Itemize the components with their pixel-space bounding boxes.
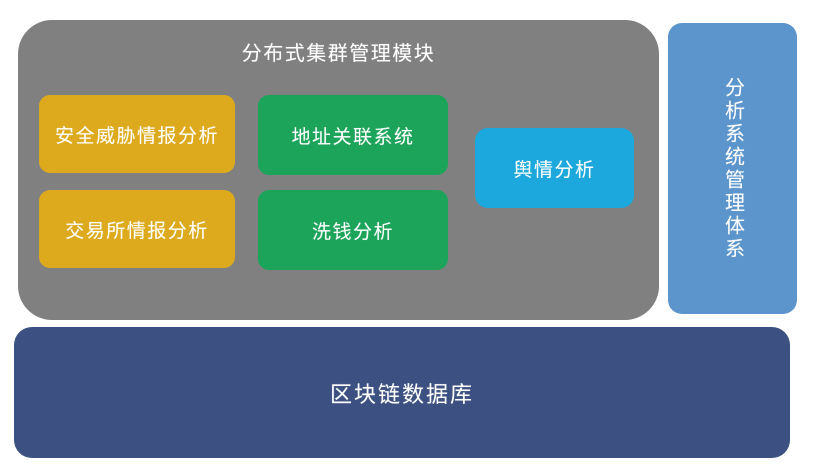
module-card-money-laundering[interactable]: 洗钱分析	[258, 190, 448, 270]
blockchain-database-bar[interactable]: 区块链数据库	[14, 327, 790, 458]
module-card-threat-intel-label: 安全威胁情报分析	[54, 125, 219, 147]
module-card-address-link[interactable]: 地址关联系统	[258, 95, 448, 175]
analysis-system-sidebar[interactable]: 分析系统管理体系	[668, 23, 797, 314]
cluster-title: 分布式集群管理模块	[241, 43, 436, 65]
module-card-exchange-intel-label: 交易所情报分析	[65, 220, 209, 242]
module-card-public-opinion-label: 舆情分析	[513, 159, 596, 181]
module-card-threat-intel[interactable]: 安全威胁情报分析	[39, 95, 235, 173]
analysis-system-sidebar-label: 分析系统管理体系	[721, 76, 744, 261]
module-card-exchange-intel[interactable]: 交易所情报分析	[39, 190, 235, 268]
cluster-container: 分布式集群管理模块 安全威胁情报分析 交易所情报分析 地址关联系统 洗钱分析 舆…	[18, 20, 659, 320]
blockchain-database-label: 区块链数据库	[329, 381, 474, 407]
module-card-public-opinion[interactable]: 舆情分析	[475, 128, 634, 208]
module-card-money-laundering-label: 洗钱分析	[311, 221, 394, 243]
module-card-address-link-label: 地址关联系统	[291, 126, 415, 148]
